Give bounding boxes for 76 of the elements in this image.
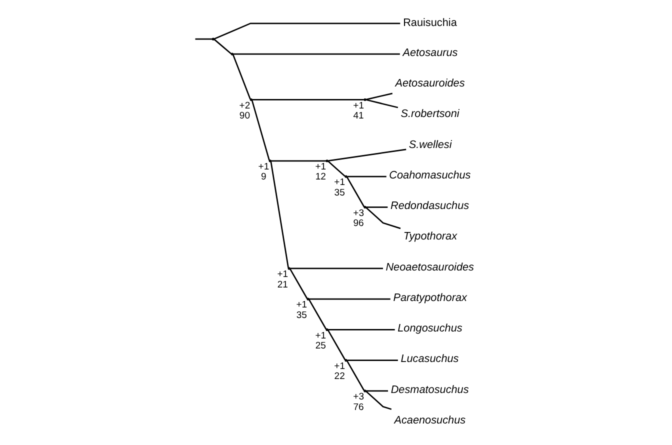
node-point — [211, 38, 214, 40]
node-text: Longosuchus — [397, 322, 462, 335]
node-label: 35 — [296, 310, 306, 321]
node-label: +1 — [352, 100, 364, 112]
connector — [290, 268, 382, 270]
node-label: +1 — [334, 360, 345, 372]
node-label: +1 — [276, 269, 288, 280]
connector — [366, 206, 388, 208]
node-point — [363, 98, 366, 101]
node-point — [363, 206, 366, 208]
connector — [346, 360, 364, 391]
node-label: 21 — [276, 279, 288, 290]
node-text: Aetosauroides — [394, 78, 464, 90]
node-label: +1 — [334, 177, 345, 188]
node-label: +3 — [352, 208, 364, 219]
node-text: Redondasuchus — [390, 200, 469, 212]
connector — [346, 360, 398, 361]
connector — [250, 100, 270, 160]
connector — [270, 160, 326, 162]
node-point — [363, 390, 366, 392]
connector — [346, 176, 364, 208]
node-text: Acaenosuchus — [394, 414, 466, 426]
node-label: 9 — [260, 172, 266, 183]
node-text: S.robertsoni — [400, 108, 459, 120]
connector — [194, 38, 212, 40]
node-label: 35 — [334, 187, 344, 198]
node-label: +2 — [238, 100, 250, 112]
node-point — [268, 160, 271, 162]
connector — [346, 176, 386, 178]
node-label: 12 — [314, 172, 326, 183]
node-text: S.wellesi — [408, 138, 452, 151]
connector — [252, 98, 364, 100]
node-label: +1 — [314, 162, 326, 173]
connector — [308, 299, 326, 330]
connector — [232, 54, 250, 100]
node-label: +1 — [258, 162, 269, 173]
node-text: Neoaetosauroides — [385, 261, 474, 274]
connector — [213, 38, 232, 54]
node-text: Lucasuchus — [400, 353, 458, 366]
node-label: +3 — [352, 392, 364, 403]
node-text: Rauisuchia — [402, 17, 456, 30]
connector — [366, 390, 388, 392]
node-label: +1 — [296, 300, 307, 311]
node-text: Typothorax — [402, 230, 457, 243]
node-label: 76 — [352, 402, 364, 413]
node-point — [325, 160, 328, 162]
node-text: Aetosaurus — [402, 46, 458, 59]
node-label: 25 — [314, 340, 326, 352]
node-point — [306, 298, 309, 300]
node-label: 96 — [352, 218, 364, 229]
connector — [214, 22, 400, 40]
node-point — [344, 359, 347, 362]
node-label: 90 — [238, 110, 250, 122]
node-point — [325, 328, 328, 331]
connector — [365, 207, 400, 230]
connector — [327, 160, 345, 177]
node-point — [230, 52, 233, 56]
node-text: Desmatosuchus — [390, 384, 468, 396]
node-label: 41 — [352, 110, 364, 122]
connector — [365, 99, 398, 108]
connector — [308, 298, 390, 300]
node-text: Coahomasuchus — [388, 169, 470, 182]
connector — [289, 268, 308, 299]
connector — [365, 92, 392, 100]
node-point — [249, 98, 252, 101]
connector — [365, 390, 392, 410]
node-label: 22 — [334, 371, 344, 382]
connector — [328, 329, 394, 330]
connector — [232, 53, 400, 55]
connector — [328, 148, 406, 162]
node-text: Paratypothorax — [392, 292, 466, 304]
connector — [270, 161, 288, 268]
connector — [326, 330, 346, 360]
node-point — [287, 267, 290, 270]
node-label: +1 — [314, 330, 326, 342]
node-point — [344, 175, 347, 178]
